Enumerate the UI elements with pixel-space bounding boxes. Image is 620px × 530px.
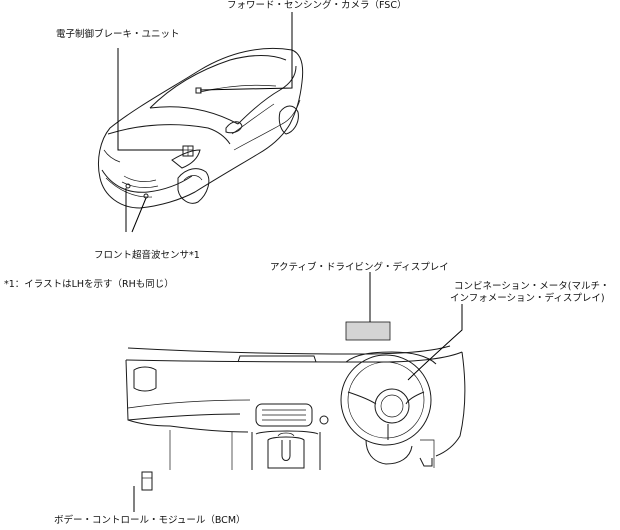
label-active-driving-display: アクティブ・ドライビング・ディスプレイ	[270, 262, 449, 274]
car-leader-lines	[118, 12, 292, 232]
label-front-ultrasonic-sensor: フロント超音波センサ*1	[94, 250, 200, 262]
label-electronic-brake-unit: 電子制御ブレーキ・ユニット	[56, 29, 180, 41]
dashboard-leader-lines	[134, 272, 462, 512]
note-lh-illustration: *1：イラストはLHを示す（RHも同じ）	[4, 279, 174, 291]
label-fsc: フォワード・センシング・カメラ（FSC）	[227, 0, 406, 12]
label-body-control-module: ボデー・コントロール・モジュール（BCM）	[54, 515, 246, 527]
dashboard-illustration	[126, 322, 465, 490]
car-illustration	[98, 48, 302, 208]
label-combination-meter-line1: コンビネーション・メータ(マルチ・	[454, 281, 610, 293]
label-combination-meter-line2: インフォメーション・ディスプレイ)	[450, 293, 605, 305]
